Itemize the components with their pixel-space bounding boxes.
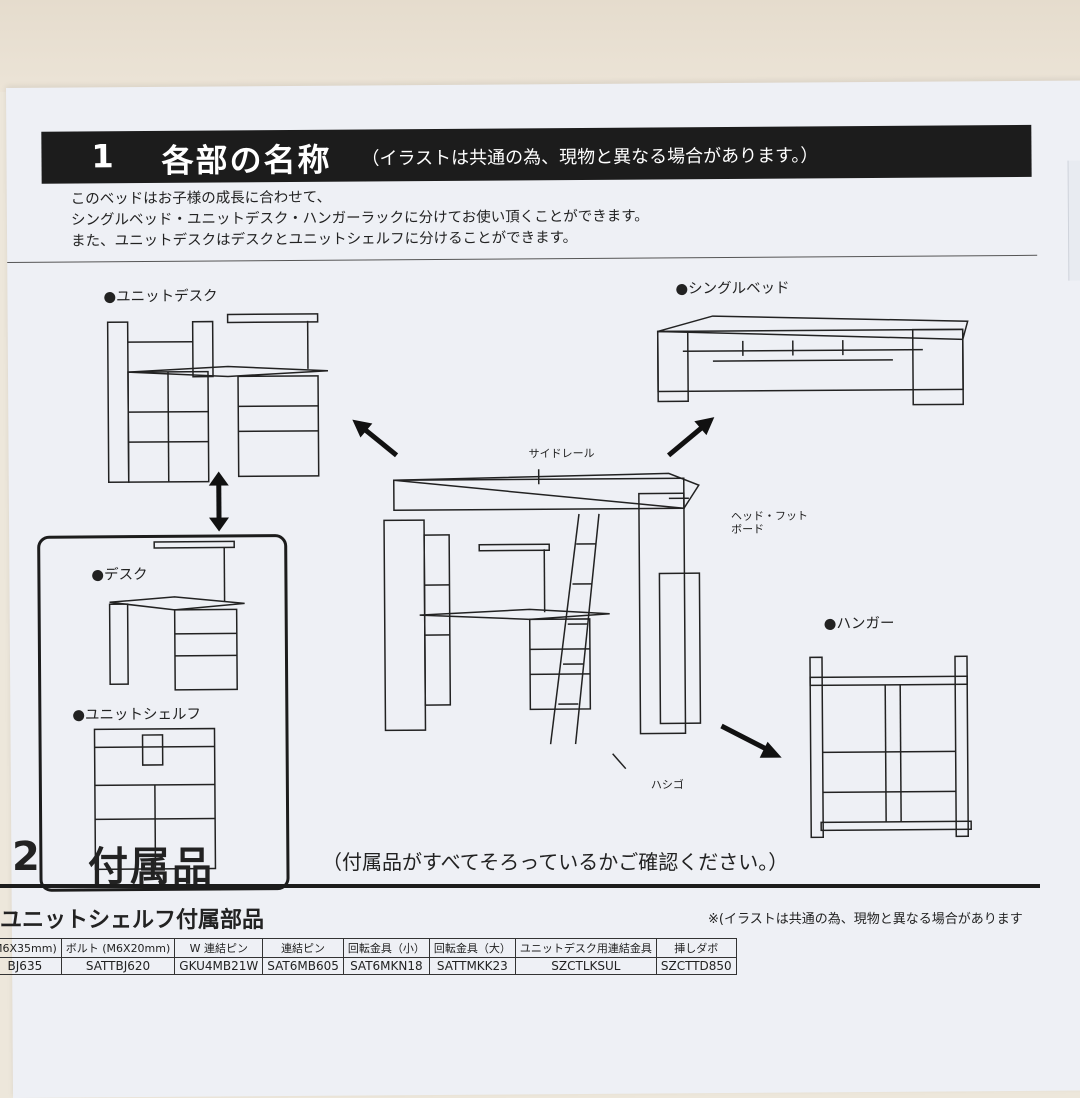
parts-header-cell: M6X35mm) [0,939,61,958]
arrow-to-single-bed-icon [658,413,718,463]
parts-note: ※(イラストは共通の為、現物と異なる場合があります [708,908,1023,927]
callout-side-rail: サイドレール [529,447,595,460]
single-bed-illustration [653,309,974,411]
parts-header-cell: 回転金具（小） [343,939,429,958]
parts-header-cell: 回転金具（大） [429,939,515,958]
label-hanger: ●ハンガー [824,612,895,633]
parts-code-cell: SAT6MB605 [263,958,344,975]
arrow-to-unit-desk-icon [348,415,408,465]
parts-code-cell: SATTMKK23 [429,958,515,975]
section-1-title: 各部の名称 [161,135,331,182]
parts-header-cell: W 連結ピン [175,939,263,958]
parts-table: M6X35mm) ボルト (M6X20mm) W 連結ピン 連結ピン 回転金具（… [0,938,737,975]
callout-head-foot-board: ヘッド・フット ボード [731,509,808,536]
arrow-split-icon [204,471,234,531]
parts-code-cell: SATTBJ620 [61,958,175,975]
unit-desk-illustration [98,311,339,493]
section-1-header: 1 各部の名称 （イラストは共通の為、現物と異なる場合があります。） [41,125,1031,184]
section-2-number: 2 [12,834,40,880]
desk-illustration [104,541,255,692]
section-1-number: 1 [91,137,114,175]
callout-head-foot-board-line1: ヘッド・フット [731,509,808,523]
section-2-header: 2 付属品 （付属品がすべてそろっているかご確認ください。） [0,832,1040,882]
parts-header-cell: 挿しダボ [656,939,736,958]
loft-bed-illustration [379,473,721,755]
parts-header-cell: 連結ピン [263,939,344,958]
parts-code-cell: SZCTLKSUL [515,958,656,975]
section-2-note: （付属品がすべてそろっているかご確認ください。） [322,846,788,875]
divider [7,255,1037,263]
parts-code-row: BJ635 SATTBJ620 GKU4MB21W SAT6MB605 SAT6… [0,958,736,975]
intro-line: また、ユニットデスクはデスクとユニットシェルフに分けることができます。 [71,228,649,253]
callout-head-foot-board-line2: ボード [731,523,764,536]
intro-text: このベッドはお子様の成長に合わせて、 シングルベッド・ユニットデスク・ハンガーラ… [71,186,649,253]
parts-header-cell: ユニットデスク用連結金具 [515,939,656,958]
callout-ladder: ハシゴ [651,778,684,791]
label-unit-shelf: ●ユニットシェルフ [72,703,201,725]
section-2-rule [0,884,1040,888]
label-unit-desk: ●ユニットデスク [103,285,217,307]
parts-header-cell: ボルト (M6X20mm) [61,939,175,958]
parts-code-cell: SZCTTD850 [656,958,736,975]
label-single-bed: ●シングルベッド [675,277,789,299]
parts-header-row: M6X35mm) ボルト (M6X20mm) W 連結ピン 連結ピン 回転金具（… [0,939,736,958]
arrow-to-hanger-icon [715,718,785,768]
parts-code-cell: SAT6MKN18 [343,958,429,975]
section-1-note: （イラストは共通の為、現物と異なる場合があります。） [361,141,818,170]
next-page-edge [1068,160,1080,280]
parts-code-cell: BJ635 [0,958,61,975]
parts-title: ユニットシェルフ付属部品 [0,902,264,934]
hanger-illustration [805,651,986,842]
parts-code-cell: GKU4MB21W [175,958,263,975]
background-surface [0,0,1080,92]
